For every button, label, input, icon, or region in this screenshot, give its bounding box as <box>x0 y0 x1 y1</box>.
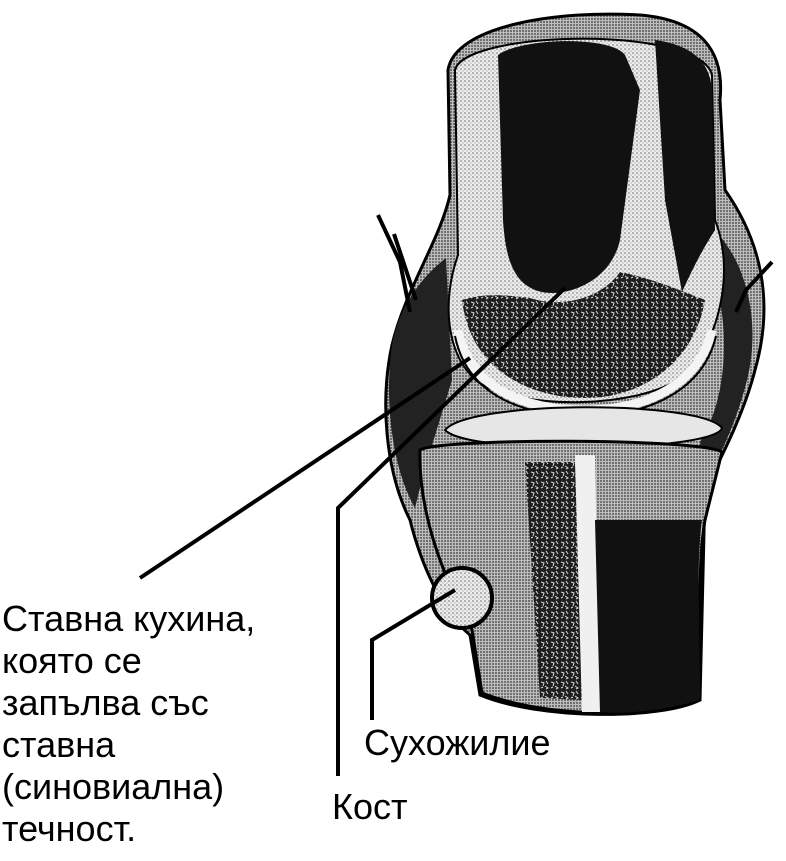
ligament-right <box>734 260 774 313</box>
bursa <box>430 566 494 630</box>
tibia-spongy-bone <box>525 462 582 700</box>
label-joint-cavity-line: Ставна кухина, <box>2 598 256 639</box>
leader-line-bone <box>336 286 567 776</box>
label-joint-cavity-line: ставна <box>2 724 116 765</box>
capsule-shadow-right <box>700 228 753 482</box>
ligament-left <box>376 214 418 313</box>
label-joint-cavity-line: която се <box>2 640 142 681</box>
label-joint-cavity-line: течност. <box>2 808 137 849</box>
label-joint-cavity-line: (синовиална) <box>2 766 225 807</box>
label-joint-cavity: Ставна кухина, която се запълва със став… <box>2 598 255 850</box>
leader-line-cavity <box>138 356 472 580</box>
femur-marrow-cavity <box>498 41 640 293</box>
femur-spongy-bone <box>462 272 705 398</box>
leader-line-tendon <box>370 588 457 720</box>
label-tendon: Сухожилие <box>364 722 551 763</box>
tibia-cortex <box>595 520 702 713</box>
label-joint-cavity-line: запълва със <box>2 682 209 723</box>
femur-cortex <box>655 40 715 292</box>
tibia-cartilage-stripe <box>575 455 600 712</box>
label-bone: Кост <box>332 786 408 827</box>
